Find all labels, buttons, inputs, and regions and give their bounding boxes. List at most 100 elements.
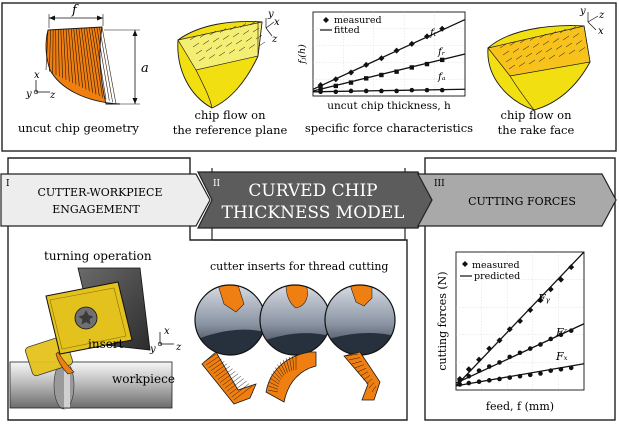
thread-chip-hatch-line — [267, 389, 279, 393]
flow-arrow — [499, 43, 507, 49]
data-point — [408, 40, 415, 47]
cf-legend-predicted-label: predicted — [474, 271, 520, 282]
chip-hatch-line — [70, 28, 77, 85]
data-point — [394, 88, 399, 94]
data-point — [507, 354, 513, 360]
chip-hatch-line — [101, 26, 117, 105]
stage-2-numeral: II — [213, 179, 221, 189]
legend-fitted-label: fitted — [334, 25, 360, 36]
thread-insert-photo-1 — [194, 284, 266, 356]
data-point — [476, 368, 482, 373]
data-point — [394, 69, 399, 74]
data-point — [558, 367, 564, 372]
thread-insert-photo-3 — [324, 284, 396, 356]
flow-arrow — [562, 35, 570, 41]
flow-arrow — [205, 47, 213, 52]
data-point — [379, 72, 384, 78]
chip-hatch-line — [45, 29, 49, 71]
flow-arrow — [505, 57, 513, 63]
thread-chip-hatch-line — [229, 380, 247, 395]
thread-chip-hatch-line — [269, 377, 280, 385]
data-point — [558, 332, 564, 338]
thread-chip-hatch-line — [272, 370, 282, 380]
flow-arrow — [519, 38, 527, 44]
specific-force-xlabel: uncut chip thickness, h — [327, 100, 451, 112]
insert-label: insert — [88, 337, 124, 351]
uncut-chip-figure: f a x y z uncut chip geometry — [18, 3, 149, 135]
flow-arrow — [202, 40, 210, 45]
thread-chip-hatch-line — [268, 385, 279, 390]
chip-hatch-line — [93, 27, 107, 100]
stage-3-numeral: III — [434, 179, 445, 189]
thread-chip-hatch-line — [271, 374, 281, 382]
label-fz: Fᶻ — [555, 326, 568, 339]
data-point — [517, 373, 523, 379]
flow-arrow — [195, 49, 203, 55]
data-point — [486, 345, 493, 352]
flow-arrow — [248, 44, 256, 49]
chip-hatch-line — [57, 29, 60, 77]
legend-measured-label: measured — [334, 15, 382, 26]
data-point — [439, 87, 445, 93]
data-point — [348, 80, 354, 85]
flow-arrow — [512, 48, 520, 53]
data-point — [538, 342, 543, 347]
thread-chip-shape-2 — [265, 351, 317, 403]
thread-chip-hatch-line — [357, 367, 367, 373]
flow-arrow — [228, 49, 236, 54]
thread-chip-hatch-line — [279, 361, 287, 375]
thread-chip-hatch-line — [363, 375, 371, 381]
label-fy: Fᵧ — [537, 292, 551, 305]
fit-line — [312, 88, 466, 93]
thread-chip-hatch-line — [213, 363, 228, 374]
chip-hatch-line — [83, 27, 93, 93]
thread-chip-shape-3 — [343, 351, 381, 401]
flow-arrow — [555, 45, 563, 50]
stage-1-shape — [0, 173, 211, 227]
ref-axis-y: y — [267, 9, 274, 20]
chip-hatch-line — [75, 28, 83, 88]
thread-chip-hatch-line — [222, 373, 239, 386]
flow-arrow — [538, 57, 546, 62]
data-point — [466, 373, 472, 379]
chip-hatch-line — [78, 28, 87, 90]
flow-arrow — [529, 36, 537, 41]
data-point — [476, 379, 482, 385]
rake-face-figure: y z x chip flow on the rake face — [487, 6, 605, 137]
flow-arrow — [549, 31, 557, 36]
thread-chip-hatch-line — [292, 356, 295, 371]
data-point — [548, 368, 554, 373]
flow-arrow — [522, 45, 530, 51]
engagement-panel-frame — [7, 157, 408, 421]
data-point — [557, 276, 564, 283]
data-point — [465, 366, 472, 373]
dim-f-label: f — [71, 3, 79, 18]
stage-2-line1: CURVED CHIP — [248, 181, 377, 201]
flow-arrow — [242, 30, 250, 35]
chip-hatch-line — [91, 27, 103, 98]
data-point — [364, 76, 369, 81]
data-point — [537, 297, 544, 304]
thread-chip-hatch-line — [203, 353, 217, 363]
stage-3-line1: CUTTING FORCES — [468, 195, 576, 208]
rake-axis-x: x — [598, 26, 604, 37]
data-point — [457, 382, 463, 387]
data-point — [497, 376, 502, 382]
specific-force-caption: specific force characteristics — [305, 121, 473, 135]
reference-plane-caption-2: the reference plane — [173, 123, 288, 137]
flow-arrow — [255, 34, 263, 40]
thread-chip-hatch-line — [217, 368, 233, 380]
chip-hatch-line — [65, 28, 70, 82]
thread-inserts-title: cutter inserts for thread cutting — [210, 260, 388, 273]
flow-arrow — [239, 23, 247, 28]
data-point — [496, 337, 503, 344]
flow-arrow — [215, 44, 223, 50]
data-point — [348, 69, 354, 76]
label-ft: fₜ — [429, 28, 437, 39]
flow-arrow — [572, 33, 580, 38]
flow-arrow — [542, 40, 550, 46]
data-point — [424, 61, 430, 67]
flow-arrow — [552, 38, 560, 43]
data-point — [527, 372, 533, 378]
flow-arrow — [525, 52, 533, 58]
